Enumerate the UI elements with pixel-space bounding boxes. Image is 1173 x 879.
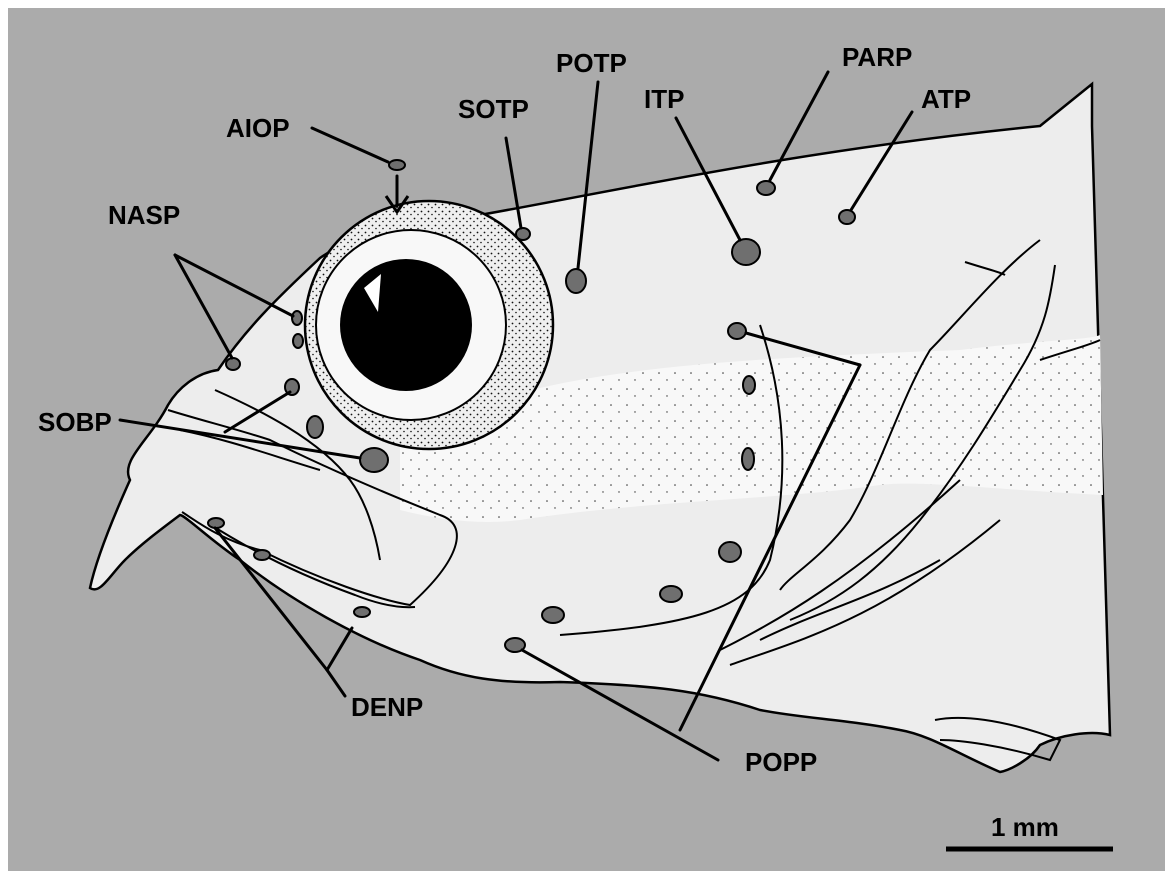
pore-nasp-1	[292, 311, 302, 325]
scale-bar-label: 1 mm	[991, 812, 1059, 842]
pore-denp-2	[254, 550, 270, 560]
label-itp: ITP	[644, 84, 684, 114]
label-aiop: AIOP	[226, 113, 290, 143]
pore-popp-3	[742, 448, 754, 470]
label-popp: POPP	[745, 747, 817, 777]
pore-denp-3	[354, 607, 370, 617]
pore-popp-6	[542, 607, 564, 623]
pore-potp	[566, 269, 586, 293]
pore-aiop	[389, 160, 405, 170]
label-sotp: SOTP	[458, 94, 529, 124]
label-parp: PARP	[842, 42, 912, 72]
label-nasp: NASP	[108, 200, 180, 230]
pore-atp	[839, 210, 855, 224]
pore-denp-1	[208, 518, 224, 528]
pore-popp-5	[660, 586, 682, 602]
pore-popp-1	[728, 323, 746, 339]
label-denp: DENP	[351, 692, 423, 722]
pore-nasp-2	[293, 334, 303, 348]
label-sobp: SOBP	[38, 407, 112, 437]
pore-sotp	[516, 228, 530, 240]
pore-sobp-3	[360, 448, 388, 472]
pore-parp	[757, 181, 775, 195]
pore-popp-4	[719, 542, 741, 562]
label-atp: ATP	[921, 84, 971, 114]
pore-itp	[732, 239, 760, 265]
label-potp: POTP	[556, 48, 627, 78]
pore-nasp-3	[226, 358, 240, 370]
pore-popp-2	[743, 376, 755, 394]
pore-sobp-2	[307, 416, 323, 438]
pupil	[340, 259, 472, 391]
